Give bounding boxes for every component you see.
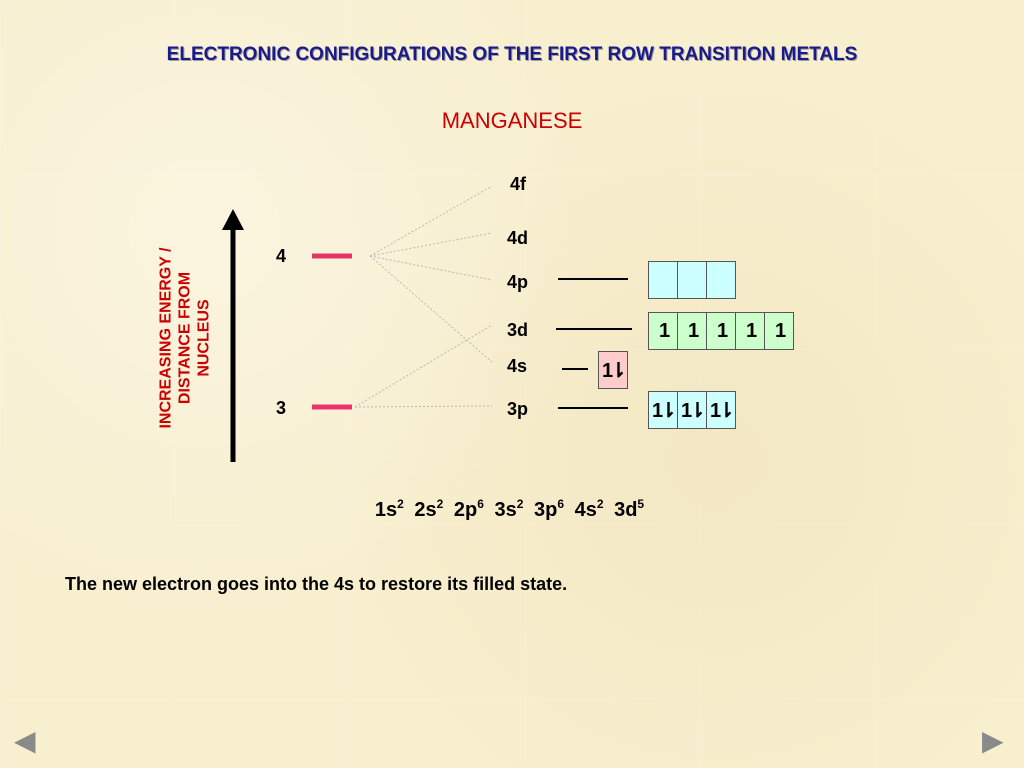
orbital-box-3d-5: 1 — [764, 312, 794, 350]
orbital-box-3d-3: 1 — [706, 312, 736, 350]
orbital-boxes-4s: 1⇂ — [598, 351, 628, 389]
orbital-label-4s: 4s — [507, 356, 528, 376]
orbital-label-3p: 3p — [507, 399, 529, 419]
slide-title: ELECTRONIC CONFIGURATIONS OF THE FIRST R… — [166, 44, 858, 65]
orbital-box-3d-2: 1 — [677, 312, 707, 350]
config-term: 3s2 — [494, 497, 524, 521]
config-term: 3d5 — [614, 497, 645, 521]
connector-4-4d — [369, 232, 493, 257]
connector-4-4s — [369, 255, 493, 363]
explanation-note: The new electron goes into the 4s to res… — [65, 574, 568, 594]
connector-4-4p — [369, 255, 493, 281]
element-name: MANGANESE — [441, 108, 583, 133]
orbital-box-4p-3 — [706, 261, 736, 299]
orbital-box-3p-3: 1⇂ — [706, 391, 736, 429]
next-slide-button[interactable]: ▶ — [982, 724, 1004, 757]
triangle-right-icon: ▶ — [982, 725, 1004, 756]
orbital-box-4p-1 — [648, 261, 678, 299]
orbital-label-4d: 4d — [507, 228, 529, 248]
orbital-label-4f: 4f — [510, 174, 527, 194]
orbital-box-3d-4: 1 — [735, 312, 765, 350]
triangle-left-icon: ◀ — [14, 725, 36, 756]
connector-3-3d — [354, 324, 493, 408]
config-term: 3p6 — [533, 497, 565, 521]
config-term: 4s2 — [574, 497, 604, 521]
orbital-boxes-3d: 1 1 1 1 1 — [648, 312, 794, 350]
prev-slide-button[interactable]: ◀ — [14, 724, 36, 757]
config-term: 1s2 — [374, 497, 404, 521]
orbital-box-3d-1: 1 — [648, 312, 678, 350]
connector-3-3p — [354, 405, 493, 408]
energy-arrow-head — [222, 209, 244, 230]
orbital-box-4p-2 — [677, 261, 707, 299]
config-term: 2s2 — [414, 497, 444, 521]
orbital-label-4p: 4p — [507, 272, 529, 292]
orbital-box-4s-1: 1⇂ — [598, 351, 628, 389]
orbital-boxes-4p — [648, 261, 736, 299]
level-4-label: 4 — [276, 246, 287, 266]
electron-configuration: 1s2 2s2 2p6 3s2 3p6 4s2 3d5 — [0, 497, 1024, 522]
orbital-label-3d: 3d — [507, 320, 529, 340]
orbital-box-3p-2: 1⇂ — [677, 391, 707, 429]
orbital-box-3p-1: 1⇂ — [648, 391, 678, 429]
orbital-boxes-3p: 1⇂ 1⇂ 1⇂ — [648, 391, 736, 429]
connector-4-4f — [369, 185, 493, 257]
config-term: 2p6 — [453, 497, 484, 521]
level-3-label: 3 — [276, 398, 287, 418]
